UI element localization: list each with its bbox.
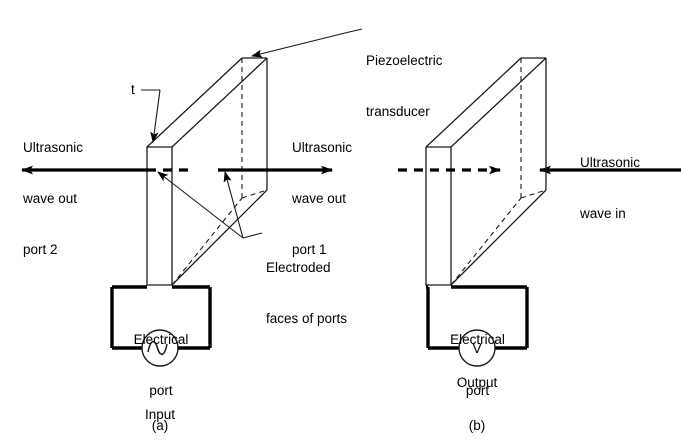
transducer-label-line2: transducer [366, 104, 430, 119]
transducer-label-a: Piezoelectric transducer [366, 18, 443, 154]
electrical-port-a-line1: Electrical [133, 332, 189, 347]
wave-in-line1: Ultrasonic [580, 155, 641, 170]
wave-in-line2: wave in [580, 206, 626, 221]
wave-out-port1-label: Ultrasonic wave out port 1 [292, 105, 352, 292]
thickness-label-t: t [131, 82, 135, 97]
electrical-port-label-a: Electrical port [112, 297, 210, 433]
caption-panel-a: (a) [151, 418, 169, 433]
wave-out-port2-line3: port 2 [23, 242, 58, 257]
electrical-port-a-line2: port [149, 383, 173, 398]
voltmeter-circle-b [458, 329, 496, 367]
electroded-faces-line2: faces of ports [266, 311, 348, 326]
wave-out-port1-line2: wave out [292, 191, 347, 206]
electroded-face-leader-left [157, 171, 244, 239]
wave-out-port1-line3: port 1 [292, 242, 327, 257]
wave-in-label: Ultrasonic wave in [580, 120, 640, 256]
wave-out-port2-line1: Ultrasonic [23, 140, 84, 155]
slab-a-hidden-edges [171, 58, 268, 286]
transducer-leader-a [344, 28, 363, 34]
transducer-label-line1: Piezoelectric [366, 53, 443, 68]
electrical-port-b-line1: Electrical [450, 332, 505, 347]
thickness-leader-arrow [150, 89, 161, 143]
electrical-port-circuit-b [426, 285, 529, 350]
transducer-leader-arrow [251, 32, 346, 58]
electroded-faces-label: Electroded faces of ports [266, 225, 347, 361]
electroded-faces-leader-stub [242, 232, 263, 239]
slab-a-body [146, 57, 268, 286]
slab-b-body [425, 57, 547, 286]
wave-out-port2-label: Ultrasonic wave out port 2 [23, 105, 83, 292]
electroded-faces-line1: Electroded [266, 260, 331, 275]
electrical-port-b-line2: port [465, 383, 490, 398]
caption-panel-b: (b) [468, 418, 486, 433]
ac-source-sine-icon [147, 341, 168, 355]
slab-b-hidden-edges [450, 58, 547, 286]
input-source-label: Input f0 [110, 372, 210, 441]
electrical-port-label-b: Electrical port [428, 297, 527, 433]
electrical-port-circuit-a [110, 285, 212, 350]
electroded-face-leader-right [223, 171, 244, 239]
output-label: Output [456, 375, 498, 390]
voltmeter-symbol: V [472, 340, 482, 356]
wave-out-port2-line2: wave out [23, 191, 78, 206]
wave-out-port1-line1: Ultrasonic [292, 140, 353, 155]
input-label-text: Input [144, 407, 176, 422]
ac-source-circle-a [141, 329, 179, 367]
